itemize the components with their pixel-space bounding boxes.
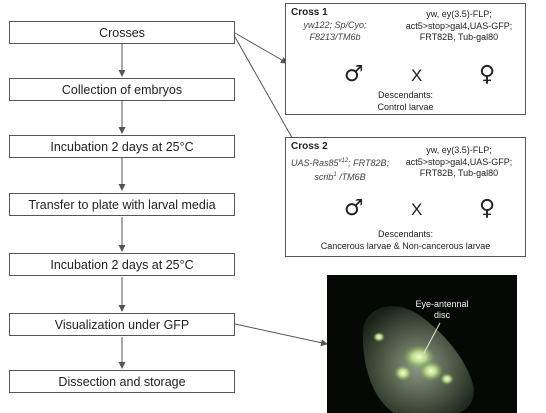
cross1-box: Cross 1 yw122; Sp/Cyo; F8213/TM6b yw, ey… — [285, 3, 526, 115]
cross1-descendants-line: Control larvae — [286, 102, 525, 114]
female-symbol-icon: ♀ — [479, 64, 495, 86]
cross2-title: Cross 2 — [291, 141, 328, 152]
genotype-superscript: v12 — [338, 158, 348, 164]
step-collection-of-embryos: Collection of embryos — [9, 78, 235, 101]
cross1-female-genotype-line: act5>stop>gal4,UAS-GFP; — [394, 21, 524, 33]
step-incubation-2: Incubation 2 days at 25°C — [9, 253, 235, 276]
female-symbol-icon: ♀ — [479, 198, 495, 220]
cross1-male-genotype-line: F8213/TM6b — [290, 32, 380, 44]
genotype-text: scrib — [314, 172, 333, 182]
step-incubation-1: Incubation 2 days at 25°C — [9, 135, 235, 158]
gfp-larva-photo: Eye-antennal disc — [327, 275, 517, 413]
cross2-descendants-line: Descendants: — [286, 229, 525, 241]
cross1-female-genotype: yw, ey(3.5)-FLP; act5>stop>gal4,UAS-GFP;… — [394, 9, 524, 44]
cross1-descendants-line: Descendants: — [286, 90, 525, 102]
cross1-title: Cross 1 — [291, 7, 328, 18]
cross2-female-genotype-line: FRT82B, Tub-gal80 — [394, 168, 524, 180]
cross1-descendants: Descendants: Control larvae — [286, 90, 525, 113]
cross-x-symbol: X — [411, 67, 422, 84]
larva-image — [327, 275, 517, 413]
cross1-female-genotype-line: FRT82B, Tub-gal80 — [394, 32, 524, 44]
photo-label-line: Eye-antennal — [407, 299, 477, 310]
cross2-female-genotype-line: act5>stop>gal4,UAS-GFP; — [394, 157, 524, 169]
cross2-male-genotype: UAS-Ras85v12; FRT82B; scrib1 /TM6B — [288, 156, 392, 183]
step-dissection-and-storage: Dissection and storage — [9, 370, 235, 393]
cross2-descendants: Descendants: Cancerous larvae & Non-canc… — [286, 229, 525, 252]
male-symbol-icon: ♂ — [344, 64, 364, 86]
genotype-text: /TM6B — [337, 172, 366, 182]
cross2-male-genotype-line: UAS-Ras85v12; FRT82B; — [288, 156, 392, 170]
cross1-male-genotype: yw122; Sp/Cyo; F8213/TM6b — [290, 20, 380, 43]
cross2-box: Cross 2 UAS-Ras85v12; FRT82B; scrib1 /TM… — [285, 137, 526, 257]
arrow-visualization-photo — [235, 324, 327, 344]
step-transfer-to-plate: Transfer to plate with larval media — [9, 193, 235, 216]
genotype-text: ; FRT82B; — [348, 158, 389, 168]
step-crosses: Crosses — [9, 21, 235, 44]
cross2-male-genotype-line: scrib1 /TM6B — [288, 170, 392, 184]
cross1-female-genotype-line: yw, ey(3.5)-FLP; — [394, 9, 524, 21]
step-visualization-under-gfp: Visualization under GFP — [9, 313, 235, 336]
cross2-female-genotype: yw, ey(3.5)-FLP; act5>stop>gal4,UAS-GFP;… — [394, 145, 524, 180]
cross-x-symbol: X — [411, 201, 422, 218]
cross2-female-genotype-line: yw, ey(3.5)-FLP; — [394, 145, 524, 157]
male-symbol-icon: ♂ — [344, 198, 364, 220]
photo-label-line: disc — [407, 310, 477, 321]
cross2-descendants-line: Cancerous larvae & Non-cancerous larvae — [286, 241, 525, 253]
genotype-text: UAS-Ras85 — [291, 158, 339, 168]
eye-antennal-disc-label: Eye-antennal disc — [407, 299, 477, 321]
arrow-crosses-cross1 — [235, 33, 287, 63]
cross1-male-genotype-line: yw122; Sp/Cyo; — [290, 20, 380, 32]
